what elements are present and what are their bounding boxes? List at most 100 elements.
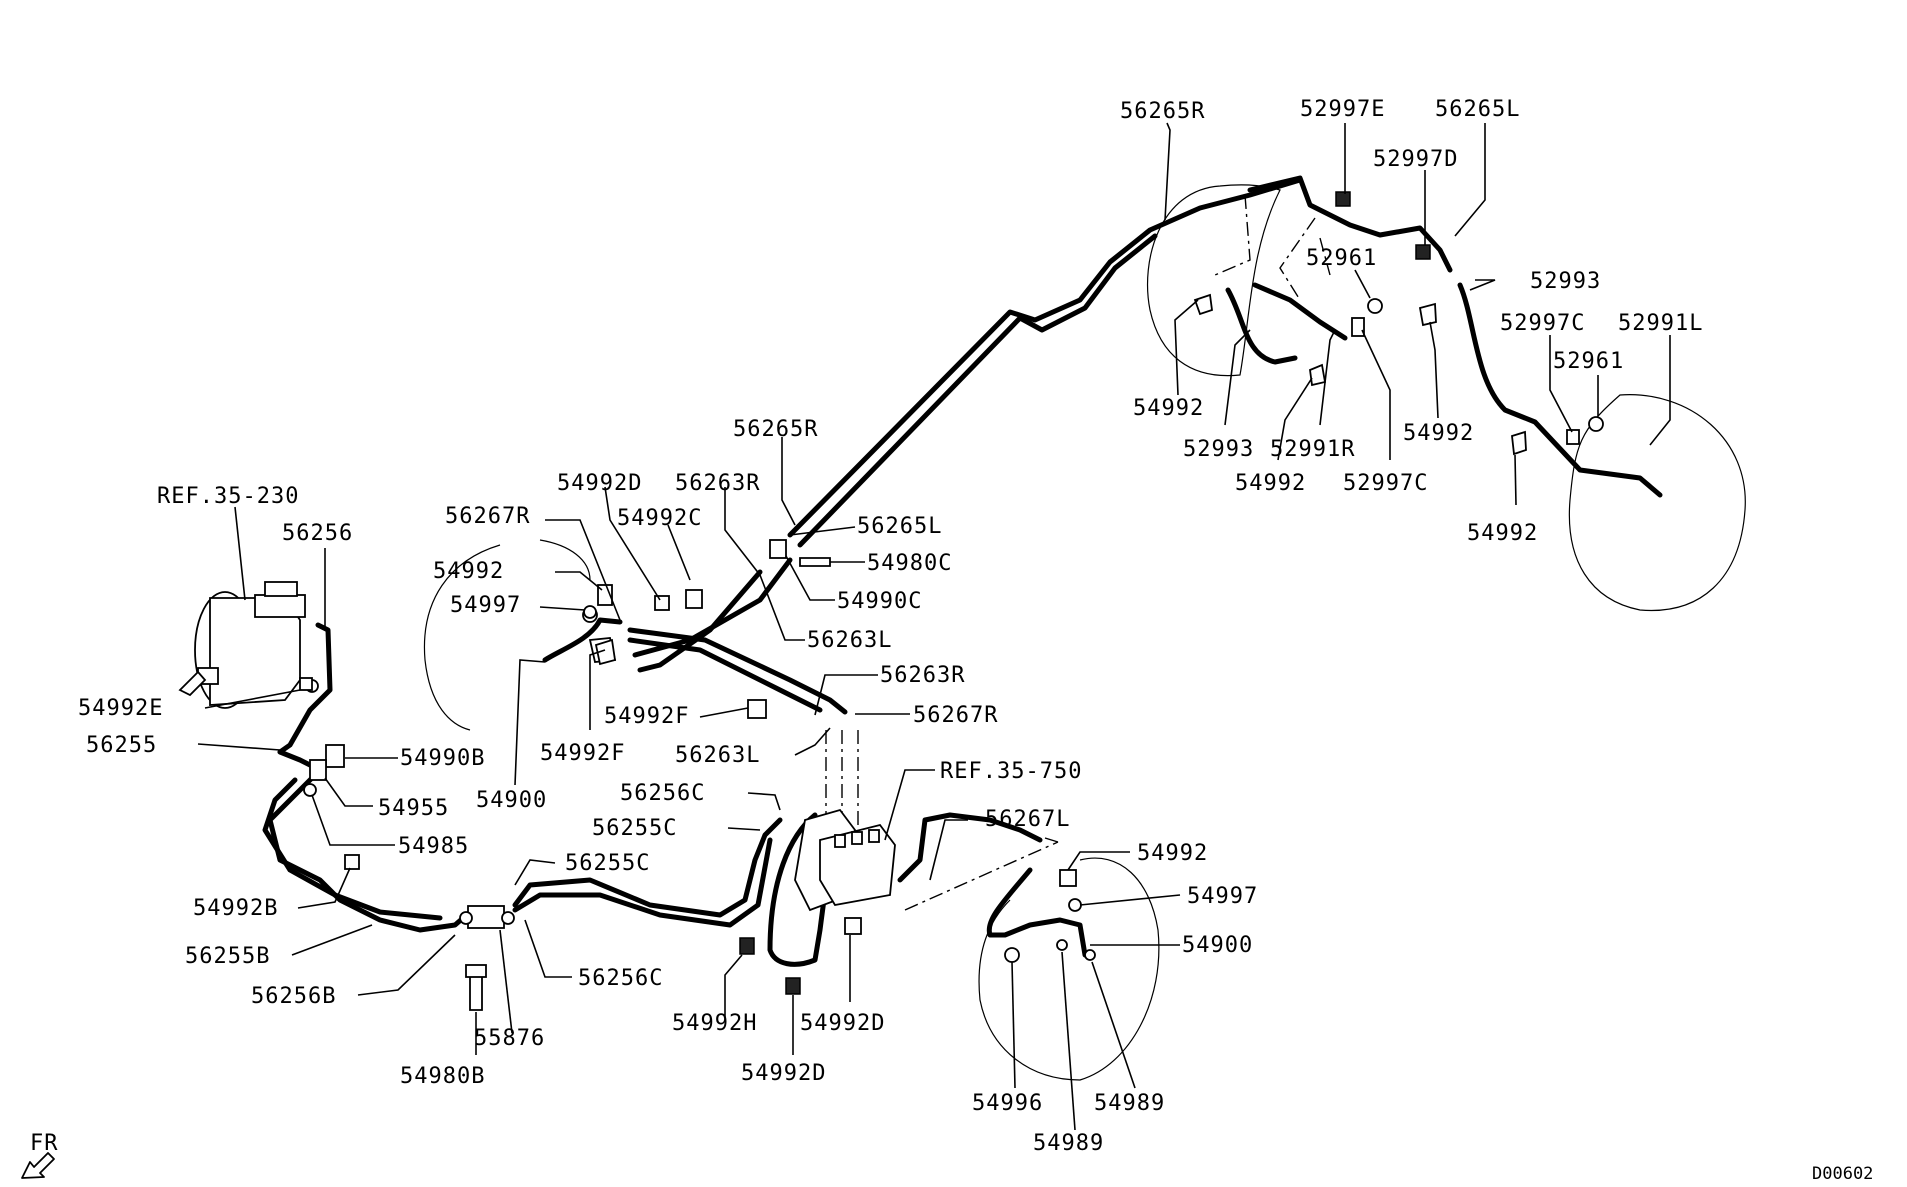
leader-56255B (291, 924, 373, 956)
callout-56255C-b: 56255C (565, 851, 650, 876)
abs-unit (794, 808, 896, 912)
dash-rr-1 (1214, 194, 1251, 276)
callout-52993-a: 52993 (1530, 269, 1601, 294)
brake-pipes (262, 175, 1663, 967)
callout-54900-a: 54900 (476, 788, 547, 813)
callout-56255B: 56255B (185, 944, 270, 969)
leader-54985 (311, 794, 395, 846)
fl-washer-1 (1056, 939, 1068, 951)
front-direction-indicator: FR (21, 1131, 59, 1179)
front-arrow-icon (21, 1152, 55, 1179)
front-direction-label: FR (30, 1131, 59, 1156)
leader-54992-rl-a (1429, 321, 1439, 419)
callout-REF35-750: REF.35-750 (940, 759, 1082, 784)
callout-54992D-b: 54992D (800, 1011, 885, 1036)
callout-52993-b: 52993 (1183, 437, 1254, 462)
pipe-front-left-hose (986, 867, 1088, 958)
clip-54980c (799, 557, 831, 567)
pipe-rear-cross (1247, 175, 1453, 273)
abs-fitting-2 (851, 831, 863, 845)
clip-54992f (747, 699, 767, 719)
callout-52997D: 52997D (1373, 147, 1458, 172)
dash-fl (904, 841, 1059, 911)
callout-labels: 56265R 52997E 56265L 52997D 52961 52993 … (78, 97, 1702, 1156)
leader-56265L-mid (789, 526, 856, 536)
callout-54992-e: 54992 (433, 559, 504, 584)
callout-54997-b: 54997 (1187, 884, 1258, 909)
callout-54992-a: 54992 (1133, 396, 1204, 421)
callout-56265L-b: 56265L (857, 514, 942, 539)
callout-54985: 54985 (398, 834, 469, 859)
leader-54992F-mid (699, 707, 749, 718)
pv-block (467, 905, 505, 929)
leader-54997-fr (539, 606, 586, 611)
leader-54992C (667, 524, 691, 581)
leader-56256C-lo (524, 919, 572, 978)
callout-52997E: 52997E (1300, 97, 1385, 122)
callout-52961-a: 52961 (1306, 246, 1377, 271)
callout-54990B: 54990B (400, 746, 485, 771)
booster-master-cyl (254, 594, 306, 618)
pipe-main-rear (787, 177, 1303, 538)
clip-52997d (1415, 244, 1431, 260)
leader-56267L (929, 819, 968, 881)
callout-54989-a: 54989 (1094, 1091, 1165, 1116)
callout-56256C-a: 56256C (620, 781, 705, 806)
abs-fitting-1 (834, 834, 846, 848)
pipe-front-bundle-3 (632, 557, 793, 658)
callout-56265R-b: 56265R (733, 417, 818, 442)
clip-54992-rr-b (1309, 363, 1327, 387)
leader-52991L (1649, 335, 1671, 446)
callout-52991R: 52991R (1270, 437, 1355, 462)
callout-55876: 55876 (474, 1026, 545, 1051)
callout-54992-c: 54992 (1235, 471, 1306, 496)
clip-54992-rr-a (1193, 293, 1213, 316)
callout-52961-b: 52961 (1553, 349, 1624, 374)
leader-54992E (204, 689, 301, 709)
clip-52961-a (1367, 298, 1383, 314)
fl-bolt (1004, 947, 1020, 963)
clip-54992c (685, 589, 703, 609)
leader-56256C-top (747, 792, 781, 811)
leader-54900-fr (514, 659, 546, 786)
leader-54996 (1011, 961, 1016, 1089)
leader-lines (197, 122, 1671, 1131)
rear-right-wheel-outline (1146, 184, 1281, 377)
booster-reservoir (264, 581, 298, 597)
callout-56263R-b: 56263R (880, 663, 965, 688)
proportioning-valve (459, 905, 515, 1011)
brake-booster (178, 581, 319, 709)
clip-54992d-a (654, 595, 670, 611)
pipe-front-bundle-1 (627, 627, 848, 715)
leader-52997C-r (1549, 335, 1573, 433)
callout-56267L: 56267L (985, 807, 1070, 832)
callout-56263L-b: 56263L (675, 743, 760, 768)
callout-54980C: 54980C (867, 551, 952, 576)
dash-rr-2 (1279, 217, 1316, 301)
rear-left-wheel-outline (1568, 394, 1746, 612)
callout-56256B: 56256B (251, 984, 336, 1009)
pipe-abs-to-front-left (897, 812, 1043, 883)
leader-52993-r (1469, 279, 1496, 291)
callout-52997C-b: 52997C (1343, 471, 1428, 496)
diagram-code: D00602 (1812, 1164, 1873, 1184)
callout-54980B: 54980B (400, 1064, 485, 1089)
leader-56263R-top (724, 487, 761, 576)
leader-56263R-mid (814, 674, 878, 716)
leader-54992B (297, 867, 351, 909)
leader-56265R-mid (781, 437, 796, 526)
leader-54992H (724, 954, 743, 1018)
clip-52997c-b (1566, 429, 1580, 445)
clip-54992e (299, 677, 313, 691)
callout-56265R-a: 56265R (1120, 99, 1205, 124)
leader-REF35-230 (234, 506, 246, 601)
pipe-front-right-hose (542, 617, 623, 663)
leader-55876 (499, 929, 513, 1034)
clip-54992d-c (785, 977, 801, 995)
pipe-rear-left-hose (1457, 282, 1663, 498)
pipe-main-rear-2 (797, 233, 1158, 548)
callout-54992D-c: 54992D (741, 1061, 826, 1086)
front-right-wheel-outline (423, 539, 591, 731)
pv-bolt (469, 974, 483, 1011)
